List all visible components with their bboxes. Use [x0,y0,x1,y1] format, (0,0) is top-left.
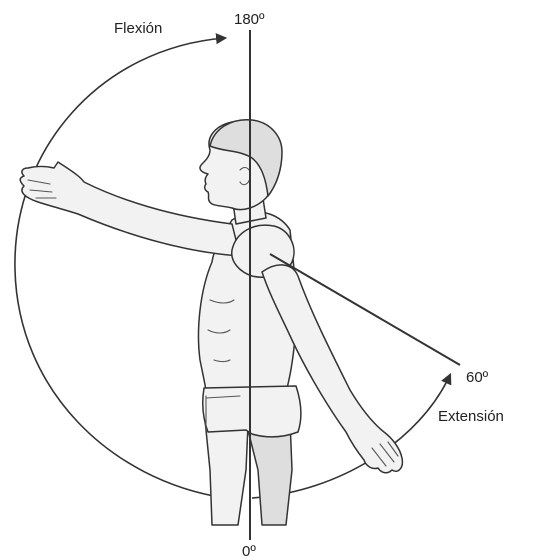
shorts [203,386,301,437]
human-figure [20,120,402,525]
angle-60-label: 60º [466,369,489,386]
angle-180-label: 180º [234,11,265,28]
front-leg [205,420,248,525]
extension-label: Extensión [438,408,504,425]
flexion-label: Flexión [114,20,162,37]
flexion-arc [15,38,225,498]
angle-0-label: 0º [242,543,256,559]
